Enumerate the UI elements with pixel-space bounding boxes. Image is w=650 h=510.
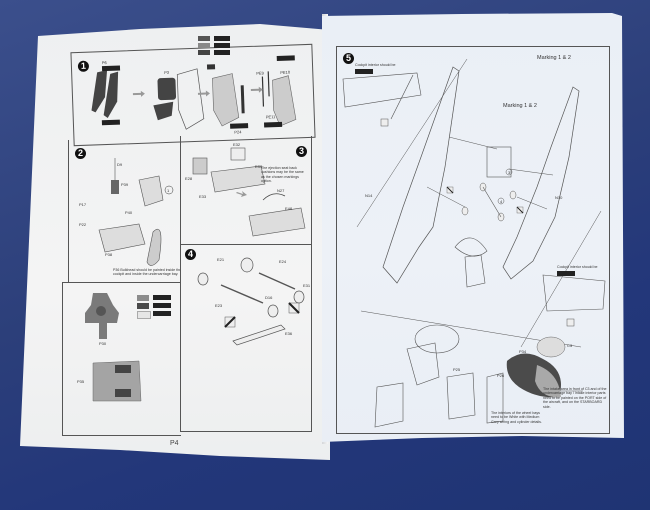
paint-code-box: [214, 50, 230, 55]
fuselage-assembly-diagram: [342, 58, 606, 428]
step-3-badge: 3: [296, 146, 307, 157]
undercarriage-diagram: [197, 257, 305, 346]
paint-code-box: [230, 123, 249, 129]
part-label: P25: [453, 367, 461, 372]
part-label: E32: [233, 142, 241, 147]
paint-code-box: [153, 295, 171, 300]
part-label: PE10: [280, 69, 291, 75]
part-label: E23: [215, 303, 223, 308]
cockpit-note-top: Cockpit interior should be: [355, 63, 396, 67]
part-label: P30: [99, 341, 107, 346]
cockpit-panel-section: P30 P35: [62, 282, 181, 436]
paint-code-box: [214, 36, 230, 41]
paint-code-box: [101, 65, 121, 72]
part-label: E28: [185, 176, 193, 181]
intake-paint-note: The intake area in front of C3 and of th…: [543, 387, 607, 409]
part-label: E21: [217, 257, 225, 262]
paint-swatch: [137, 303, 149, 309]
part-label: E36: [285, 331, 293, 336]
cockpit-tub-diagram: [192, 147, 306, 237]
page-number-left: P4: [170, 440, 179, 447]
part-label: P24: [234, 129, 242, 135]
top-swatch: [198, 50, 210, 55]
part-label: P3: [164, 69, 170, 75]
step-3-panel: 3 E32 E28 E33 E34 N27 E48 The ejection s…: [180, 136, 312, 245]
part-label: E33: [199, 194, 207, 199]
part-label: P35: [77, 379, 85, 384]
paint-swatch: [137, 311, 151, 319]
sub-step-ref: 3: [508, 170, 511, 175]
left-page: 1 P3 P6 P24 PE9 PE10 PE11: [20, 24, 330, 460]
step-4-badge: 4: [185, 249, 196, 260]
paint-code-box: [276, 55, 295, 62]
part-label: P34: [519, 349, 527, 354]
part-label: N14: [365, 193, 373, 198]
paint-swatch: [137, 295, 149, 301]
sub-step-ref: 4: [500, 199, 503, 204]
part-label: 1: [167, 188, 170, 193]
part-label: E34: [255, 164, 263, 169]
top-swatch: [198, 43, 210, 48]
part-label: N27: [277, 188, 285, 193]
part-label: P39: [121, 182, 129, 187]
paint-code-box: [101, 119, 120, 126]
step-5-panel: 5 Cockpit interior should be Marking 1 &…: [336, 46, 610, 434]
top-swatch: [198, 36, 210, 41]
cockpit-note-right: Cockpit interior should be: [557, 265, 598, 269]
marking-label-mid: Marking 1 & 2: [503, 103, 537, 109]
page-number-right: P5: [474, 438, 483, 445]
part-label: P6: [101, 59, 107, 66]
part-label: PE9: [256, 70, 264, 76]
paint-code-box: [214, 43, 230, 48]
step-2-badge: 2: [75, 148, 86, 159]
paint-code-box: [557, 271, 575, 276]
wheelbay-paint-note: The interiors of the wheel bays need to …: [491, 411, 542, 424]
part-label: E24: [279, 259, 287, 264]
step-4-panel: 4 E21 E24 D16 E23 E31 E36: [180, 244, 312, 432]
paint-code-box: [153, 311, 171, 316]
part-label: N10: [555, 195, 563, 200]
part-label: P40: [125, 210, 133, 215]
paint-code-box: [355, 69, 373, 74]
seat-parts-diagram: [91, 64, 297, 130]
seat-cushion-note: The ejection seat back cushions may be t…: [261, 166, 304, 184]
part-label: PE11: [265, 114, 276, 120]
part-label: D16: [265, 295, 273, 300]
part-label: E48: [285, 206, 293, 211]
right-page: 5 Cockpit interior should be Marking 1 &…: [322, 13, 624, 445]
paint-code-box: [264, 121, 283, 128]
bulkhead-note: P36 Bulkhead should be painted inside th…: [113, 268, 182, 277]
bulkhead-diagram: [98, 158, 174, 266]
part-label: P38: [105, 252, 113, 257]
step-1-panel: 1 P3 P6 P24 PE9 PE10 PE11: [70, 43, 316, 147]
part-label: E31: [303, 283, 311, 288]
part-label: P22: [79, 222, 87, 227]
part-label: P17: [79, 202, 87, 207]
marking-label-top: Marking 1 & 2: [537, 55, 571, 61]
paint-code-box: [153, 303, 171, 308]
part-label: C3: [567, 343, 573, 348]
part-label: P26: [497, 373, 505, 378]
step-2-panel: 2 1 D9 P17 P22 P38 P39 P40 P36 Bulkhead …: [68, 140, 181, 283]
instrument-panel-diagram: [85, 293, 142, 402]
step-5-badge: 5: [343, 53, 354, 64]
part-label: D9: [117, 162, 123, 167]
